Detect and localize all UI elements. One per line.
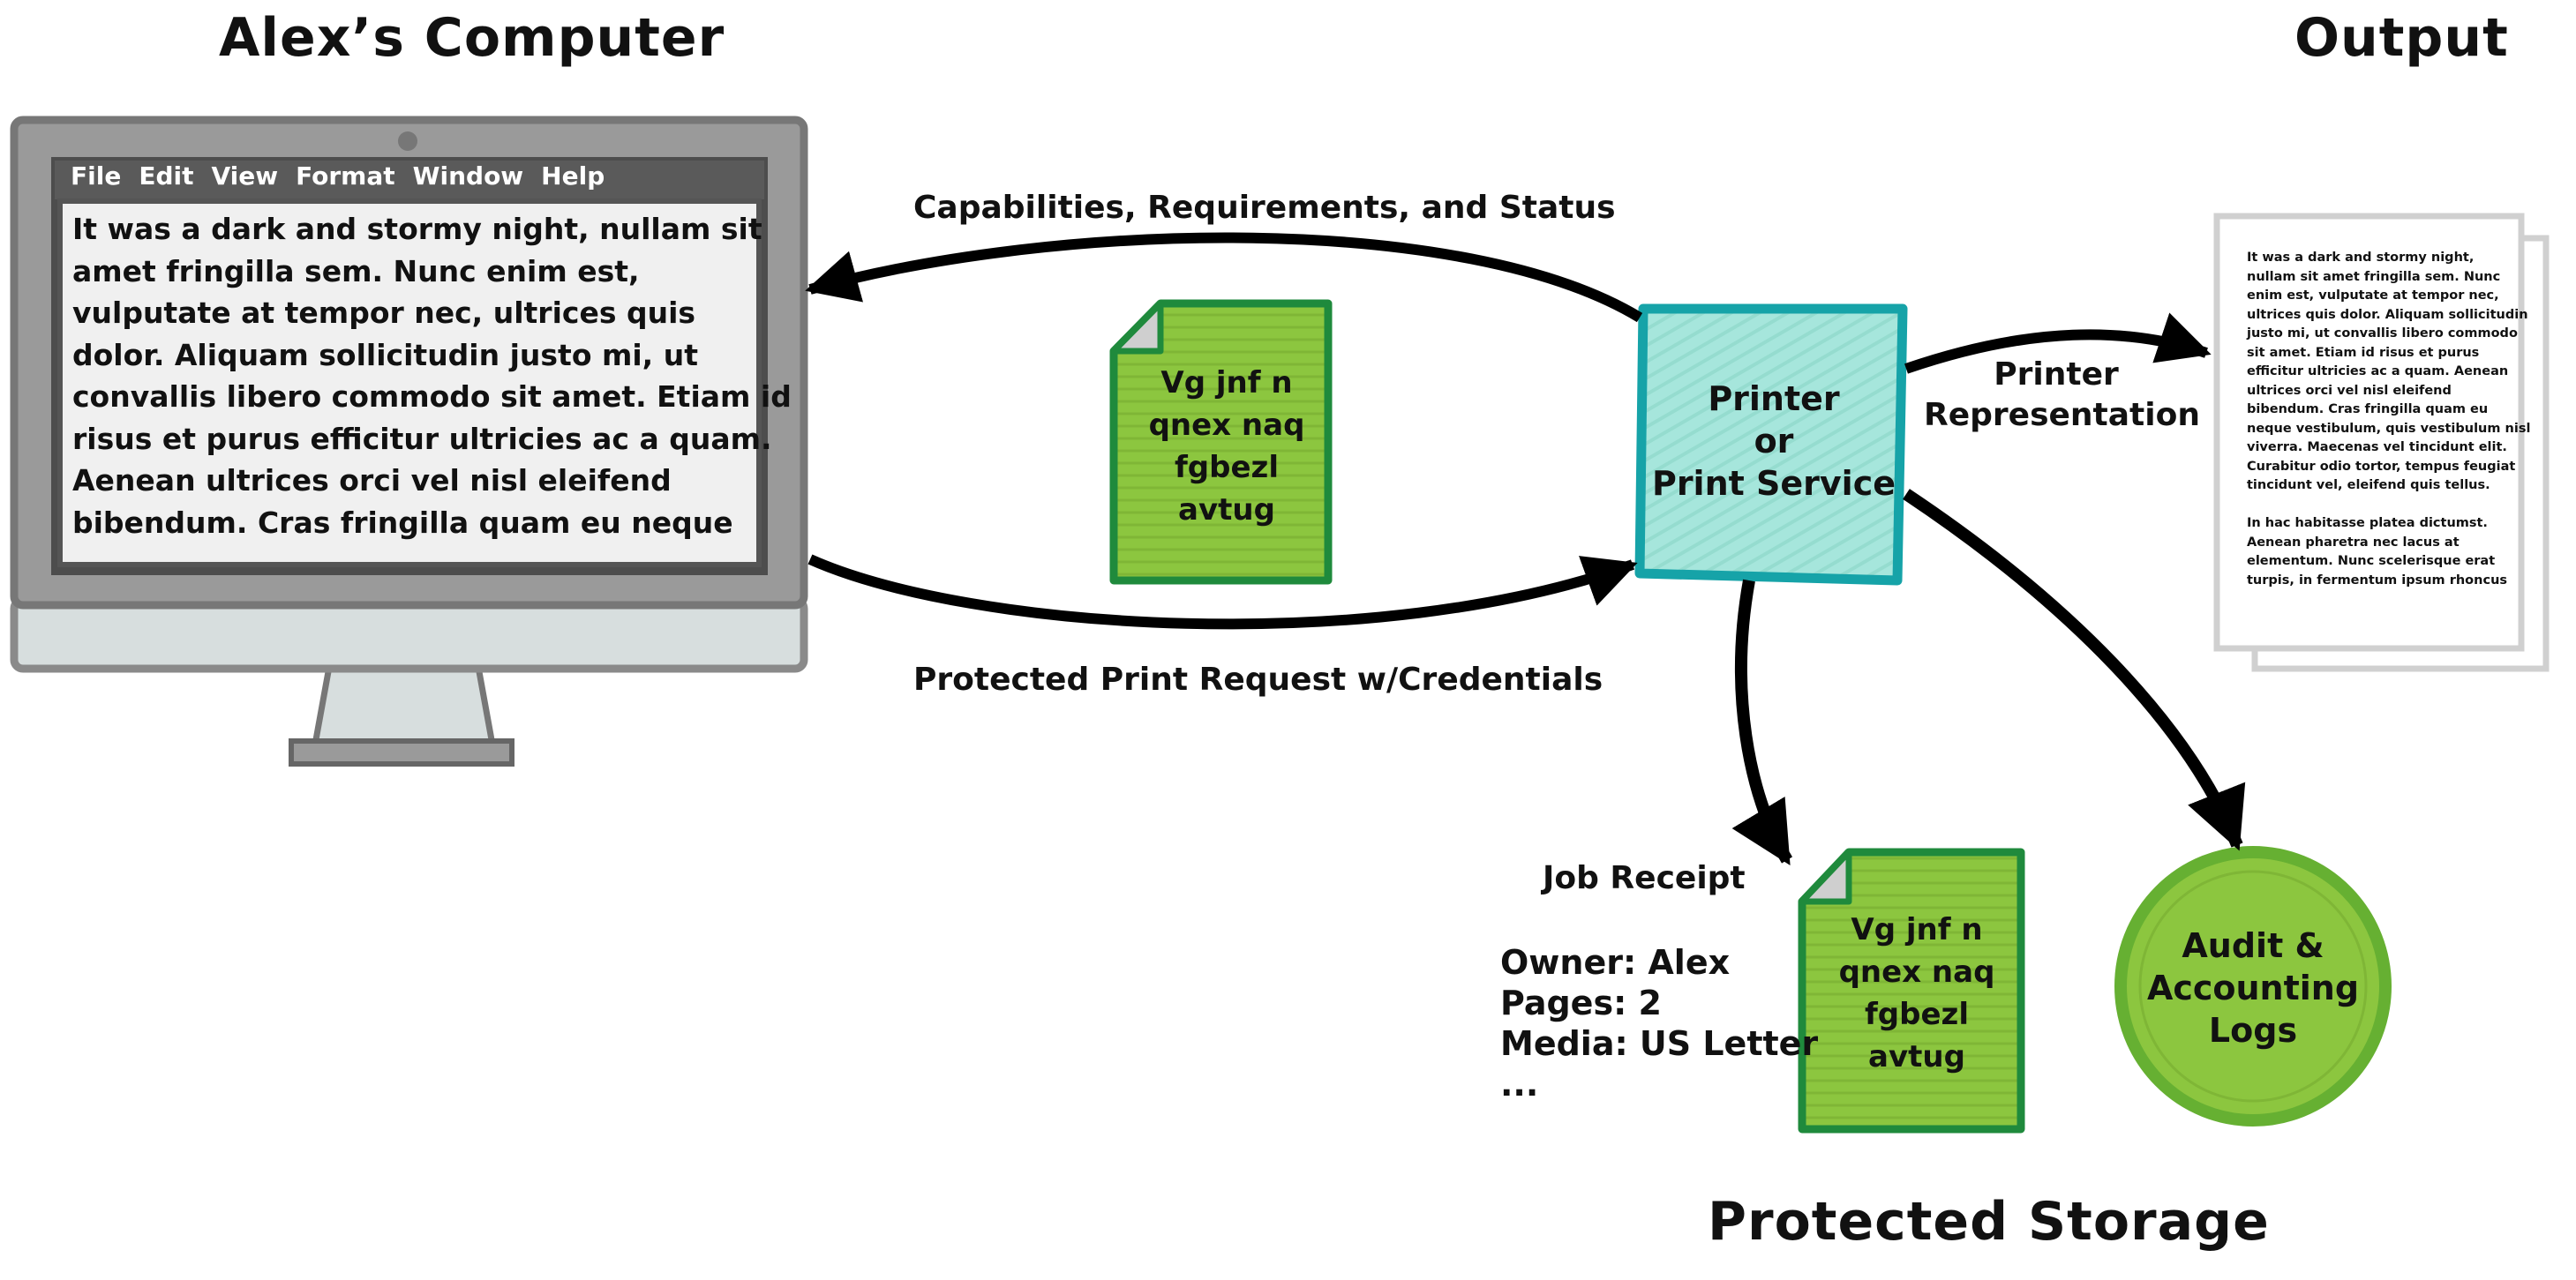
print-request-arrow bbox=[807, 554, 1638, 630]
job-receipt-details: Owner: Alex Pages: 2 Media: US Letter ..… bbox=[1500, 943, 1819, 1104]
encrypted-document-top bbox=[1109, 299, 1333, 585]
audit-log-arrow bbox=[1903, 489, 2246, 851]
encrypted-document-storage bbox=[1798, 848, 2025, 1134]
monitor-base bbox=[289, 738, 514, 767]
encrypted-doc-text-storage: Vg jnf n qnex naq fgbezl avtug bbox=[1838, 912, 1995, 1074]
menu-bar-items: File Edit View Format Window Help bbox=[71, 161, 605, 191]
job-receipt-arrow bbox=[1731, 579, 1793, 866]
camera-icon bbox=[398, 131, 417, 151]
computer-title: Alex’s Computer bbox=[219, 7, 725, 69]
encrypted-doc-text-top: Vg jnf n qnex naq fgbezl avtug bbox=[1148, 365, 1305, 528]
menu-format[interactable]: Format bbox=[296, 161, 395, 191]
monitor-chin bbox=[10, 595, 808, 673]
page-fold-icon bbox=[1110, 300, 1164, 355]
audit-logs-label: Audit & Accounting Logs bbox=[2146, 926, 2360, 1050]
printer-node bbox=[1634, 303, 1908, 586]
output-page-text: It was a dark and stormy night, nullam s… bbox=[2247, 251, 2530, 588]
printer-representation-label: Printer Representation bbox=[1924, 356, 2200, 433]
menu-view[interactable]: View bbox=[211, 161, 279, 191]
menu-file[interactable]: File bbox=[71, 161, 122, 191]
document-window bbox=[57, 198, 762, 567]
document-text[interactable]: It was a dark and stormy night, nullam s… bbox=[72, 212, 792, 540]
menu-help[interactable]: Help bbox=[541, 161, 605, 191]
output-pages bbox=[2213, 213, 2550, 672]
protected-storage-title: Protected Storage bbox=[1708, 1191, 2270, 1253]
page-fold-icon bbox=[1799, 849, 1852, 905]
menu-edit[interactable]: Edit bbox=[139, 161, 194, 191]
menu-window[interactable]: Window bbox=[412, 161, 524, 191]
capabilities-label: Capabilities, Requirements, and Status bbox=[913, 190, 1616, 226]
printer-label: Printer or Print Service bbox=[1651, 379, 1896, 503]
printer-representation-arrow bbox=[1904, 312, 2212, 374]
output-page-front bbox=[2213, 213, 2525, 652]
computer-monitor bbox=[10, 116, 808, 767]
menu-bar bbox=[55, 161, 764, 199]
audit-logs-node bbox=[2114, 846, 2392, 1127]
print-request-label: Protected Print Request w/Credentials bbox=[913, 662, 1603, 698]
output-title: Output bbox=[2294, 7, 2509, 69]
job-receipt-title: Job Receipt bbox=[1543, 860, 1746, 896]
capabilities-arrow bbox=[805, 232, 1643, 323]
